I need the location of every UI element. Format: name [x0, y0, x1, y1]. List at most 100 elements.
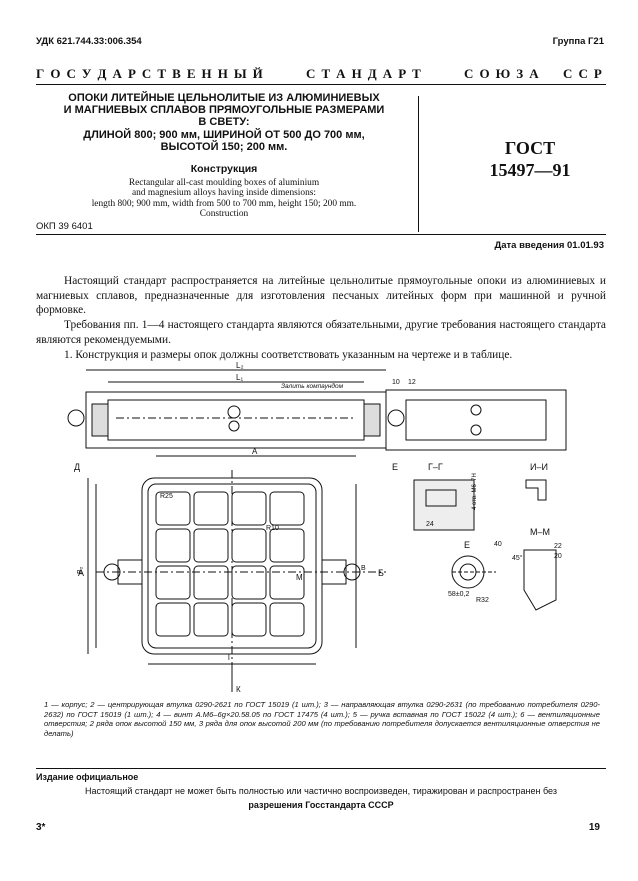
- label-E: Е: [392, 462, 398, 472]
- label-L2: L₂: [236, 361, 244, 370]
- reproduction-notice-1: Настоящий стандарт не может быть полност…: [85, 786, 557, 796]
- label-24: 24: [426, 521, 434, 528]
- plan-cell: [269, 528, 305, 563]
- end-view-inner: [405, 399, 547, 441]
- plan-cell: [193, 528, 229, 563]
- label-12: 12: [408, 379, 416, 386]
- label-R32: R32: [476, 597, 489, 604]
- title-line-1: ОПОКИ ЛИТЕЙНЫЕ ЦЕЛЬНОЛИТЫЕ ИЗ АЛЮМИНИЕВЫ…: [68, 92, 380, 104]
- label-D: Д: [74, 462, 80, 472]
- end-view-outline: [385, 389, 567, 451]
- label-l: l: [228, 653, 230, 662]
- right-handle-plan: [343, 563, 361, 581]
- title-line-3: В СВЕТУ:: [198, 116, 250, 129]
- left-trunnion: [117, 559, 143, 585]
- ii-profile: [525, 479, 547, 501]
- left-flange: [91, 403, 109, 437]
- plan-cell: [155, 528, 191, 563]
- label-B-dim: B: [361, 565, 366, 572]
- introduction-date: Дата введения 01.01.93: [494, 240, 604, 251]
- moulding-box-drawing: L₂ L₁ Залить компаундом A Д Е R25 R10 A …: [67, 361, 567, 694]
- plan-cell: [155, 491, 191, 526]
- drawing-caption: 1 — корпус; 2 — центрирующая втулка 0290…: [44, 700, 600, 738]
- view-e: [451, 555, 496, 589]
- label-R10: R10: [266, 525, 279, 532]
- label-40: 40: [494, 541, 502, 548]
- mm-profile: [523, 549, 557, 611]
- label-45deg: 45°: [512, 554, 523, 562]
- label-MM: М–М: [530, 527, 550, 537]
- plan-cell: [231, 528, 267, 563]
- gg-body: [413, 479, 475, 531]
- udk-code: УДК 621.744.33:006.354: [36, 36, 142, 47]
- banner-word-4: С С Р: [563, 66, 604, 81]
- plan-cell: [193, 491, 229, 526]
- title-rule: [36, 234, 606, 235]
- plan-cell-grid: [155, 491, 305, 637]
- gost-label: ГОСТ: [504, 138, 556, 158]
- banner-word-1: Г О С У Д А Р С Т В Е Н Н Ы Й: [36, 66, 265, 81]
- footer-rule: [36, 768, 606, 769]
- label-10: 10: [392, 379, 400, 386]
- label-thread: 4 отв. М6–7Н: [472, 473, 478, 510]
- english-line-4: Construction: [199, 209, 249, 220]
- label-compound: Залить компаундом: [281, 382, 344, 390]
- vent-hole-a: [227, 405, 241, 419]
- english-title: Rectangular all-cast moulding boxes of a…: [36, 178, 412, 220]
- reproduction-notice-2: разрешения Госстандарта СССР: [248, 800, 394, 810]
- plan-cell: [193, 602, 229, 637]
- document-title: ОПОКИ ЛИТЕЙНЫЕ ЦЕЛЬНОЛИТЫЕ ИЗ АЛЮМИНИЕВЫ…: [36, 92, 412, 153]
- official-edition: Издание официальное: [36, 772, 139, 782]
- title-line-5: ВЫСОТОЙ 150; 200 мм.: [160, 140, 288, 153]
- label-B-section: Б: [378, 568, 384, 578]
- label-22: 22: [554, 543, 562, 550]
- group-code: Группа Г21: [552, 36, 604, 47]
- right-trunnion: [321, 559, 347, 585]
- plan-cell: [193, 565, 229, 600]
- end-view: [385, 389, 567, 451]
- paragraph-requirements: Требования пп. 1—4 настоящего стандарта …: [36, 319, 606, 346]
- banner-word-3: С О Ю З А: [464, 66, 540, 81]
- right-handle: [387, 409, 405, 427]
- label-K: К: [236, 685, 241, 694]
- banner-rule: [36, 84, 606, 85]
- label-L1-top: L₁: [236, 373, 243, 382]
- english-line-3: length 800; 900 mm, width from 500 to 70…: [91, 198, 357, 209]
- state-standard-banner: Г О С У Д А Р С Т В Е Н Н Ы Й С Т А Н Д …: [36, 66, 606, 82]
- plan-cell: [155, 602, 191, 637]
- title-divider: [418, 96, 419, 232]
- technical-drawing: L₂ L₁ Залить компаундом A Д Е R25 R10 A …: [56, 360, 626, 695]
- sheet-mark: 3*: [36, 822, 46, 833]
- english-line-2: and magnesium alloys having inside dimen…: [131, 188, 317, 199]
- label-A-section: A: [78, 568, 84, 578]
- page-number: 19: [588, 822, 600, 833]
- side-section-view: [67, 369, 405, 457]
- title-line-4: ДЛИНОЙ 800; 900 мм, ШИРИНОЙ ОТ 500 ДО 70…: [83, 128, 365, 141]
- plan-cell: [269, 602, 305, 637]
- english-line-1: Rectangular all-cast moulding boxes of a…: [128, 178, 320, 188]
- right-flange: [363, 403, 381, 437]
- banner-word-2: С Т А Н Д А Р Т: [306, 66, 423, 81]
- paragraph-scope: Настоящий стандарт распространяется на л…: [36, 275, 606, 317]
- label-M: М: [296, 573, 303, 582]
- label-GG: Г–Г: [428, 462, 443, 472]
- label-58: 58±0,2: [448, 591, 469, 598]
- label-20: 20: [554, 553, 562, 560]
- label-II: И–И: [530, 462, 548, 472]
- paragraph-construction: 1. Конструкция и размеры опок должны соо…: [64, 349, 513, 361]
- okp-code: ОКП 39 6401: [36, 221, 93, 232]
- plan-cell: [231, 491, 267, 526]
- vent-hole-b: [228, 420, 240, 432]
- left-handle-plan: [103, 563, 121, 581]
- label-R25: R25: [160, 493, 173, 500]
- plan-cell: [269, 565, 305, 600]
- title-line-2: И МАГНИЕВЫХ СПЛАВОВ ПРЯМОУГОЛЬНЫЕ РАЗМЕР…: [63, 104, 385, 117]
- subtitle: Конструкция: [190, 163, 258, 175]
- label-E-view: Е: [464, 540, 470, 550]
- label-B2: B₂: [77, 566, 84, 574]
- gg-screw: [425, 489, 457, 507]
- label-A-dim: A: [252, 447, 258, 456]
- plan-cell: [269, 491, 305, 526]
- left-handle: [67, 409, 85, 427]
- section-gg: [413, 479, 475, 531]
